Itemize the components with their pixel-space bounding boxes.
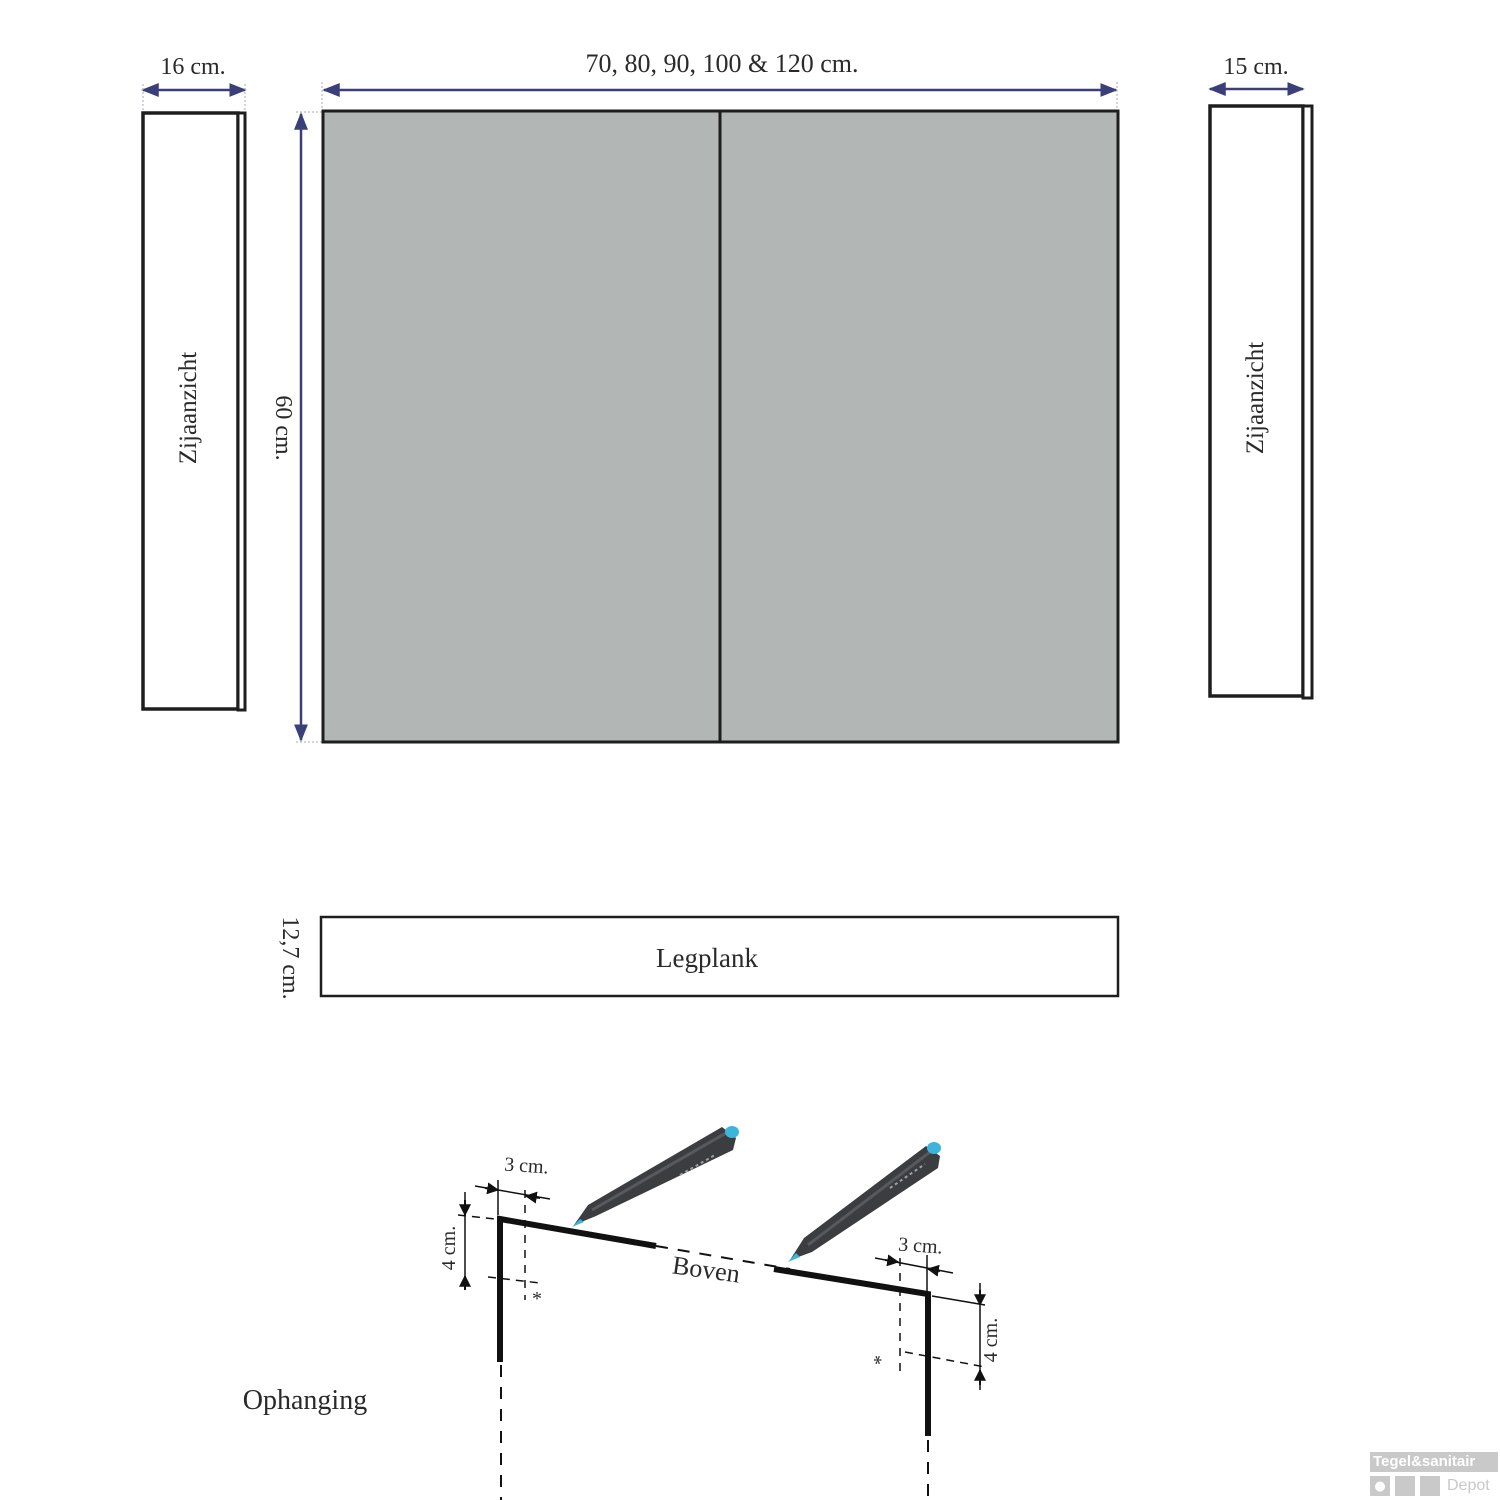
mounting-diagram: Ophanging Boven 3 cm. * 4 cm. 3 cm. * (243, 1126, 1002, 1500)
left-drop-label: 4 cm. (438, 1226, 460, 1270)
tile-icon (1420, 1476, 1440, 1496)
side-right-caption: Zijaanzicht (1242, 342, 1269, 454)
side-right-door (1301, 104, 1314, 700)
right-drop-label: 4 cm. (980, 1318, 1002, 1362)
front-width-label: 70, 80, 90, 100 & 120 cm. (586, 49, 859, 78)
watermark-logo: Tegel&sanitair ● Depot (1370, 1452, 1498, 1498)
front-view: 70, 80, 90, 100 & 120 cm. 60 cm. (270, 49, 1120, 744)
pen-icon (572, 1126, 739, 1227)
side-left-body (141, 111, 240, 711)
pen-icon (788, 1142, 941, 1262)
side-left-caption: Zijaanzicht (175, 352, 202, 464)
side-view-left: 16 cm. Zijaanzicht (141, 54, 247, 712)
side-right-width-label: 15 cm. (1223, 54, 1288, 80)
side-left-door (236, 111, 247, 712)
left-bracket (497, 1215, 657, 1362)
right-offset-label: 3 cm. (897, 1233, 943, 1258)
shelf-label: Legplank (656, 943, 758, 973)
front-height-label: 60 cm. (270, 395, 296, 460)
shelf: Legplank 12,7 cm. (277, 915, 1120, 1000)
side-view-right: 15 cm. Zijaanzicht (1208, 54, 1314, 700)
left-offset-label: 3 cm. (503, 1153, 549, 1178)
top-guide-line (655, 1245, 791, 1270)
shelf-depth-label: 12,7 cm. (277, 916, 303, 999)
tile-icon (1395, 1476, 1415, 1496)
top-label: Boven (671, 1250, 742, 1288)
watermark-sub: Depot (1447, 1477, 1490, 1494)
drop-icon: ● (1370, 1476, 1390, 1496)
shelf-outline (319, 915, 1120, 998)
right-marker: * (870, 1355, 892, 1365)
right-bracket (773, 1266, 931, 1436)
left-marker: * (532, 1288, 542, 1310)
watermark-brand: Tegel&sanitair (1370, 1452, 1498, 1472)
side-left-width-label: 16 cm. (160, 54, 225, 80)
mounting-label: Ophanging (243, 1385, 367, 1416)
